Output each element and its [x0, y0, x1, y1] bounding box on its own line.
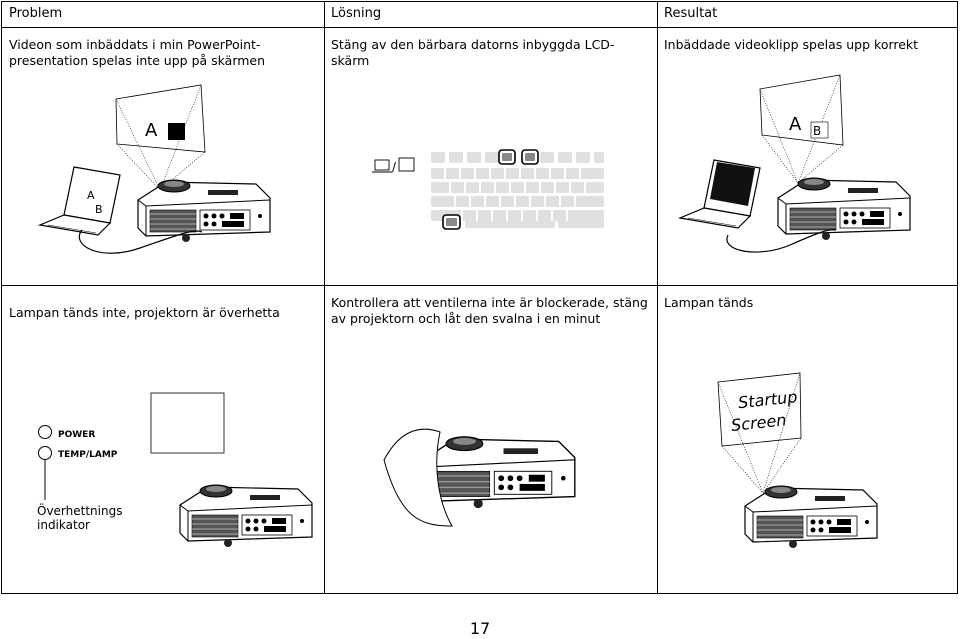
- laptop-label-a: A: [87, 189, 95, 202]
- black-square-icon: [168, 123, 185, 140]
- row1-problem-illustration: A A B: [39, 84, 271, 254]
- keyboard-illustration: /: [372, 149, 604, 230]
- blocking-paper: [383, 428, 453, 527]
- row1-problem: Videon som inbäddats i min PowerPoint-pr…: [9, 37, 266, 68]
- overheat-label-line2: indikator: [37, 518, 90, 532]
- laptop-label-b: B: [95, 203, 103, 216]
- row-divider: [2, 285, 957, 286]
- page-number: 17: [469, 619, 491, 638]
- blank-screen: [150, 392, 225, 454]
- result-label-b: B: [813, 124, 821, 138]
- power-label: POWER: [58, 430, 95, 440]
- troubleshooting-table: [1, 1, 958, 594]
- row2-problem: Lampan tänds inte, projektorn är överhet…: [9, 305, 280, 320]
- header-divider: [2, 27, 957, 28]
- row2-result-illustration: Startup Screen: [717, 372, 878, 549]
- row2-solution-illustration: [383, 428, 576, 527]
- power-led-icon: [38, 425, 52, 439]
- row1-solution: Stäng av den bärbara datorns inbyggda LC…: [331, 37, 615, 68]
- row1-result-illustration: A B: [679, 74, 911, 253]
- column-divider: [657, 2, 658, 593]
- column-divider: [324, 2, 325, 593]
- monitor-icon: [398, 157, 415, 172]
- projected-label-a: A: [145, 120, 158, 141]
- cable: [78, 229, 203, 254]
- temp-lamp-label: TEMP/LAMP: [58, 450, 118, 460]
- row2-problem-illustration: POWER TEMP/LAMP Överhettnings indikator: [37, 392, 313, 548]
- row2-solution: Kontrollera att ventilerna inte är block…: [331, 295, 648, 326]
- dark-laptop-screen: [710, 162, 755, 206]
- laptop-icon: [374, 159, 390, 171]
- temp-led-icon: [38, 446, 52, 460]
- row1-result: Inbäddade videoklipp spelas upp korrekt: [664, 37, 919, 52]
- row2-result: Lampan tänds: [664, 295, 754, 310]
- header-solution: Lösning: [331, 6, 382, 21]
- header-result: Resultat: [664, 6, 718, 21]
- svg-text:Överhettnings indikator: Överhettnings indikator: [37, 502, 126, 532]
- overheat-label: Överhettnings: [37, 502, 122, 518]
- result-label-a: A: [789, 114, 802, 135]
- header-problem: Problem: [9, 6, 63, 21]
- svg-text:/: /: [392, 160, 397, 174]
